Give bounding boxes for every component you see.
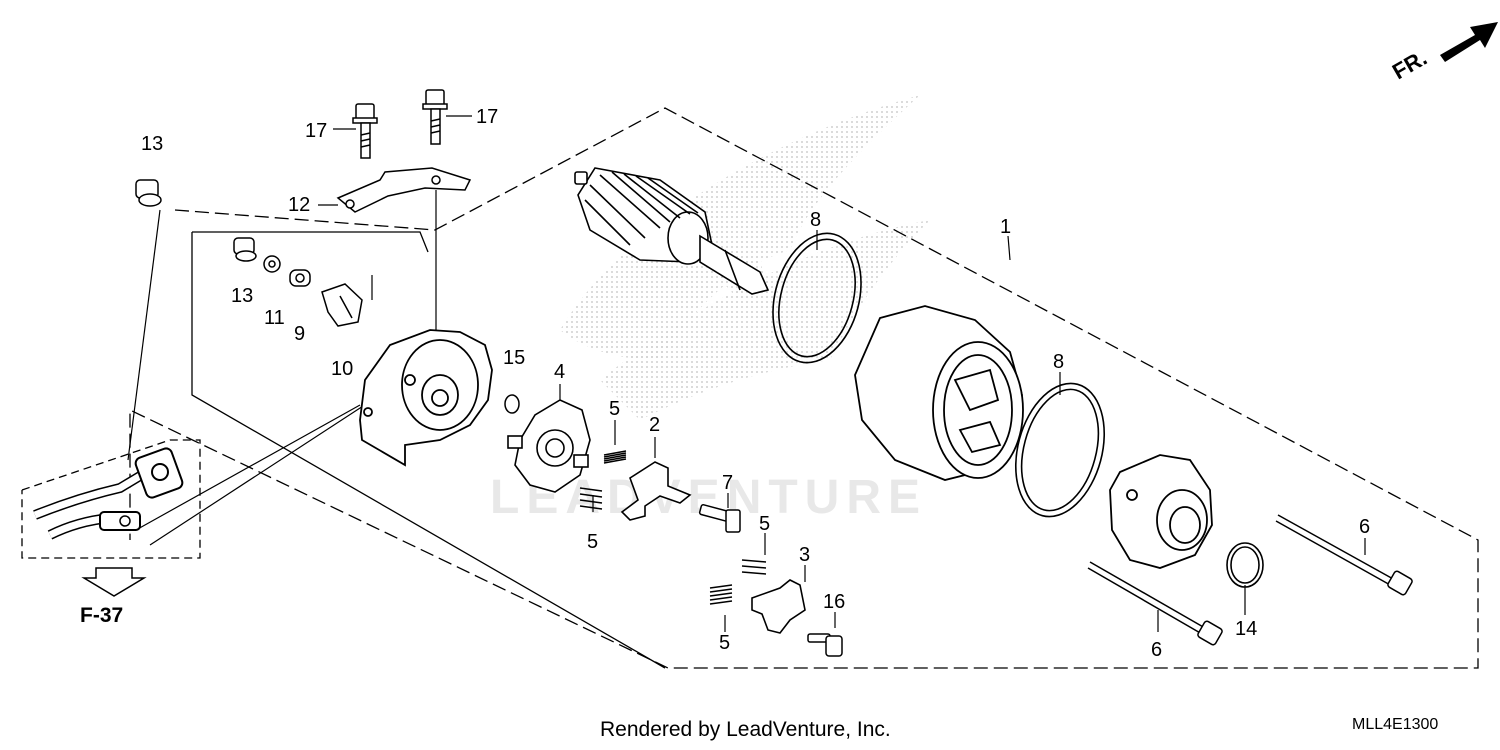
rear-cover-housing (359, 329, 493, 467)
callout-17-b: 17 (476, 106, 498, 128)
washer-11 (263, 255, 281, 273)
spring-5-a (603, 450, 627, 464)
spring-5-d (709, 584, 733, 605)
bolt-17-right (422, 89, 448, 145)
armature (574, 167, 770, 295)
callout-14: 14 (1235, 618, 1257, 640)
long-bolt-6-upper (1275, 514, 1413, 596)
callout-3: 3 (799, 544, 810, 566)
footer-credit: Rendered by LeadVenture, Inc. (600, 718, 891, 741)
callout-6-b: 6 (1151, 639, 1162, 661)
callout-16: 16 (823, 591, 845, 613)
spring-5-b (579, 487, 603, 510)
callout-5-b: 5 (587, 531, 598, 553)
brush-bolt-7 (698, 503, 741, 533)
nut-13-top (135, 179, 162, 207)
diagram-code: MLL4E1300 (1352, 716, 1439, 733)
callout-15: 15 (503, 347, 525, 369)
callout-1: 1 (1000, 216, 1011, 238)
callout-10: 10 (331, 358, 353, 380)
o-ring-8-upper (772, 232, 862, 364)
callout-9: 9 (294, 323, 305, 345)
reference-label: F-37 (80, 604, 123, 627)
front-cover (1109, 454, 1213, 569)
terminal-insulator-10 (321, 283, 363, 327)
bolt-17-left (352, 103, 378, 159)
leader-lines (127, 190, 1366, 632)
motor-case (854, 305, 1024, 481)
callout-17-a: 17 (305, 120, 327, 142)
brush-2 (620, 461, 692, 521)
callout-2: 2 (649, 414, 660, 436)
long-bolt-6-lower (1087, 561, 1223, 646)
callout-5-c: 5 (759, 513, 770, 535)
brush-holder-4 (507, 399, 591, 493)
callout-7: 7 (722, 472, 733, 494)
front-direction-label: FR. (1388, 45, 1431, 84)
callout-13-b: 13 (231, 285, 253, 307)
nut-13-lower (233, 237, 257, 262)
callout-8-a: 8 (810, 209, 821, 231)
o-ring-15 (504, 394, 520, 414)
o-ring-14 (1226, 542, 1264, 588)
callout-12: 12 (288, 194, 310, 216)
spring-5-c (741, 559, 767, 575)
assembly-outline (129, 107, 1479, 669)
callout-17-leaders (333, 115, 472, 130)
callout-13-a: 13 (141, 133, 163, 155)
callout-5-d: 5 (719, 632, 730, 654)
callout-8-b: 8 (1053, 351, 1064, 373)
screw-16 (807, 633, 843, 657)
callout-4: 4 (554, 361, 565, 383)
callout-labels: 1 2 3 4 5 5 5 5 6 6 7 8 8 9 10 11 12 13 … (141, 106, 1370, 661)
callout-11: 11 (264, 307, 285, 329)
callout-6-a: 6 (1359, 516, 1370, 538)
reference-arrow-icon (81, 567, 147, 597)
insulator-9 (289, 269, 311, 287)
brush-3 (751, 579, 806, 634)
front-direction-indicator: FR. (1388, 22, 1498, 84)
bracket-12 (336, 167, 472, 213)
cable-reference-box (21, 439, 201, 559)
callout-5-a: 5 (609, 398, 620, 420)
